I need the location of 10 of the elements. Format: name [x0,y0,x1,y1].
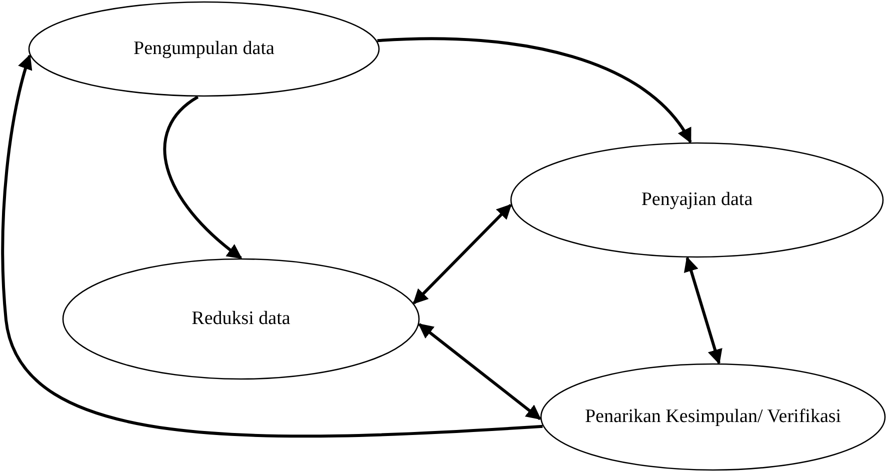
node-label: Pengumpulan data [134,37,274,61]
node-label: Penarikan Kesimpulan/ Verifikasi [584,405,842,429]
node-label: Reduksi data [192,307,290,331]
arrow [163,96,242,260]
arrow [684,256,722,364]
arrow [377,37,692,144]
arrow [412,204,512,304]
arrow [418,323,542,420]
arrow [1,54,543,438]
node-label: Penyajian data [641,188,753,212]
